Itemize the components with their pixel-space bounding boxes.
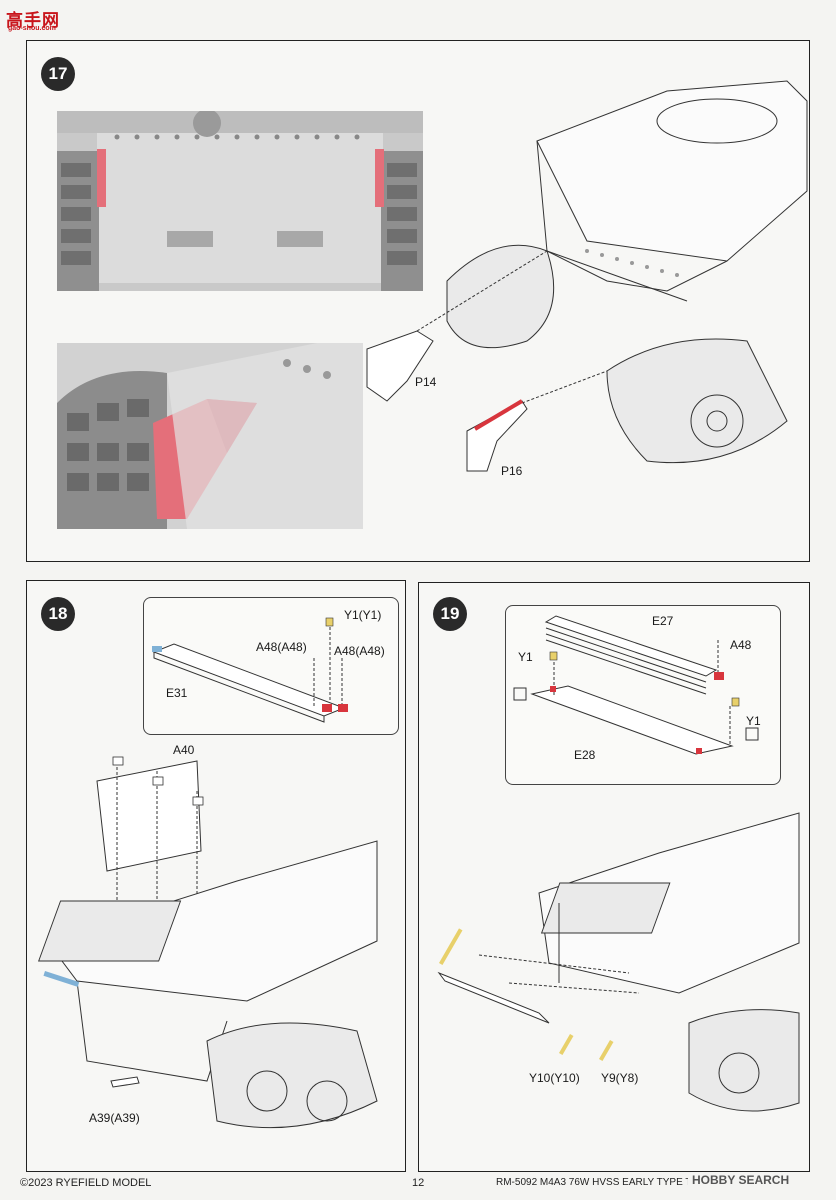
- callout-p14: P14: [415, 375, 437, 389]
- callout-y9: Y9(Y8): [601, 1071, 639, 1085]
- step-18-panel: 18 Y1(Y1) A48(A48) A48(A48) E31: [26, 580, 406, 1172]
- step-18-subassembly-box: Y1(Y1) A48(A48) A48(A48) E31: [143, 597, 399, 735]
- callout-a40: A40: [173, 743, 195, 757]
- callout-y1-right: Y1: [746, 714, 761, 728]
- callout-p16: P16: [501, 464, 523, 478]
- callout-a48-left: A48(A48): [256, 640, 307, 654]
- callout-a48-right: A48(A48): [334, 644, 385, 658]
- step-17-panel: 17: [26, 40, 810, 562]
- rear-plate-render: [57, 111, 423, 291]
- reference-photo-rear-plate: [57, 111, 423, 291]
- site-logo: 高手网 gao-shou.com: [6, 6, 68, 34]
- callout-e28: E28: [574, 748, 596, 762]
- step-19-sub-drawing: [513, 615, 759, 755]
- step-number-badge: 19: [433, 597, 467, 631]
- callout-y10: Y10(Y10): [529, 1071, 580, 1085]
- footer-watermark: HOBBY SEARCH: [688, 1173, 794, 1187]
- step-19-subassembly-box: E27 A48 Y1 Y1 E28: [505, 605, 781, 785]
- step-number-badge: 18: [41, 597, 75, 631]
- callout-y1-left: Y1: [518, 650, 533, 664]
- step-18-assembly-drawing: [38, 756, 378, 1129]
- callout-e27: E27: [652, 614, 674, 628]
- step-19-panel: 19 E27 A48 Y1 Y1 E28: [418, 582, 810, 1172]
- step-19-assembly-drawing: [437, 812, 800, 1112]
- site-logo-text: 高手网: [6, 11, 60, 31]
- step-17-assembly-drawing: [366, 80, 808, 472]
- footer-copyright: ©2023 RYEFIELD MODEL: [20, 1177, 152, 1189]
- step-18-sub-drawing: [152, 617, 348, 723]
- callout-e31: E31: [166, 686, 188, 700]
- callout-a39: A39(A39): [89, 1111, 140, 1125]
- site-logo-url: gao-shou.com: [8, 25, 56, 32]
- step-number-badge: 17: [41, 57, 75, 91]
- fender-render: [57, 343, 363, 529]
- reference-photo-fender: [57, 343, 363, 529]
- callout-y1: Y1(Y1): [344, 608, 382, 622]
- footer-model-title: RM-5092 M4A3 76W HVSS EARLY TYPE Thunder…: [496, 1177, 751, 1188]
- footer-page-number: 12: [412, 1177, 425, 1189]
- callout-a48: A48: [730, 638, 752, 652]
